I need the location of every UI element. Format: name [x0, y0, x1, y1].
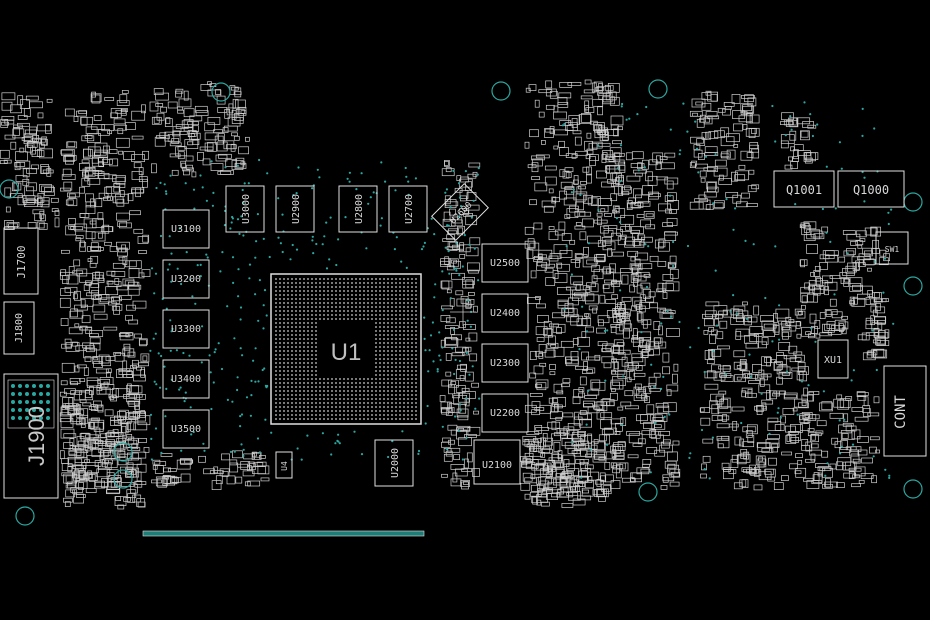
connector-j1800: J1800 [3, 301, 35, 355]
mem-label-u2000: U2000 [390, 448, 401, 478]
j1800-label: J1800 [14, 313, 25, 343]
gpu-label: U1 [331, 339, 362, 366]
gpu-u1: U1 [270, 273, 422, 425]
j1900-label: J1900 [24, 406, 49, 466]
connector-j1700: J1700 [3, 227, 39, 295]
cont-label: CONT [893, 395, 909, 429]
j1700-label: J1700 [15, 245, 28, 278]
memory-top-row [225, 185, 428, 233]
pcie-edge-strip [142, 530, 425, 537]
q1001-label: Q1001 [786, 183, 822, 197]
small-components [0, 79, 890, 510]
chip-u4: U4 [275, 451, 293, 479]
mem-label-u2700: U2700 [404, 194, 415, 224]
mem-label-u2400: U2400 [490, 308, 520, 319]
mem-label-u3300: U3300 [171, 324, 201, 335]
connector-j1900: J1900 [3, 373, 59, 499]
switch-sw1: SW1 [875, 231, 909, 265]
part-cont: CONT [883, 365, 927, 457]
xu1-label: XU1 [824, 355, 842, 366]
memory-bottom [374, 439, 521, 487]
mounting-holes [0, 79, 923, 526]
part-xu1: XU1 [817, 339, 849, 379]
mem-label-u3500: U3500 [171, 424, 201, 435]
mem-label-u2300: U2300 [490, 358, 520, 369]
sw1-label: SW1 [885, 245, 900, 254]
mem-label-u3400: U3400 [171, 374, 201, 385]
crosshair-cursor [450, 298, 476, 326]
part-q1000: Q1000 [837, 170, 905, 208]
mem-label-u2900: U2900 [291, 194, 302, 224]
part-q1001: Q1001 [773, 170, 835, 208]
gpu-ball-grid [275, 278, 417, 420]
mem-label-u3200: U3200 [171, 274, 201, 285]
mem-label-u3000: U3000 [241, 194, 252, 224]
memory-right-column [481, 243, 529, 433]
mem-label-u2800: U2800 [354, 194, 365, 224]
mem-label-u2500: U2500 [490, 258, 520, 269]
mem-label-u3100: U3100 [171, 224, 201, 235]
j1900-pins [11, 384, 50, 420]
q1000-label: Q1000 [853, 183, 889, 197]
mem-label-u2200: U2200 [490, 408, 520, 419]
memory-left-column [162, 209, 210, 449]
mem-label-u2100: U2100 [482, 460, 512, 471]
chip-u4-label: U4 [280, 461, 289, 471]
